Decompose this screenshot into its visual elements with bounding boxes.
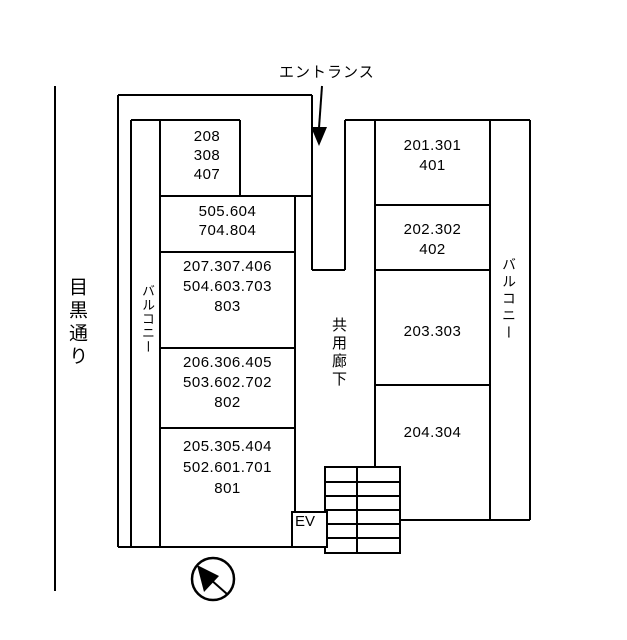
left-balcony-label: バルコニー [140,284,155,354]
room-label-203-303: 203.303 [403,323,462,340]
room-label-206-306-405-503-602-702-802: 206.306.405 503.602.702 802 [183,354,272,411]
room-label-208-308-407: 208 308 407 [193,128,221,183]
room-label-204-304: 204.304 [403,424,462,441]
elevator-label: EV [295,513,316,530]
room-label-505-604-704-804: 505.604 704.804 [198,203,257,239]
entrance-label: エントランス [279,64,375,81]
street-label: 目黒通り [66,277,87,369]
entrance-arrow-icon [311,85,327,146]
room-label-205-305-404-502-601-701-801: 205.305.404 502.601.701 801 [183,438,272,497]
compass-north-arrow-icon [190,556,236,602]
room-label-207-307-406-504-603-703-803: 207.307.406 504.603.703 803 [183,258,272,315]
corridor-label: 共用廊下 [330,317,347,389]
room-label-201-301-401: 201.301 401 [403,137,462,174]
room-label-202-302-402: 202.302 402 [403,221,462,258]
stairs-symbol [324,466,401,554]
elevator-box [291,511,328,548]
building-walls [117,94,531,548]
right-balcony-label: バルコニー [501,257,517,342]
